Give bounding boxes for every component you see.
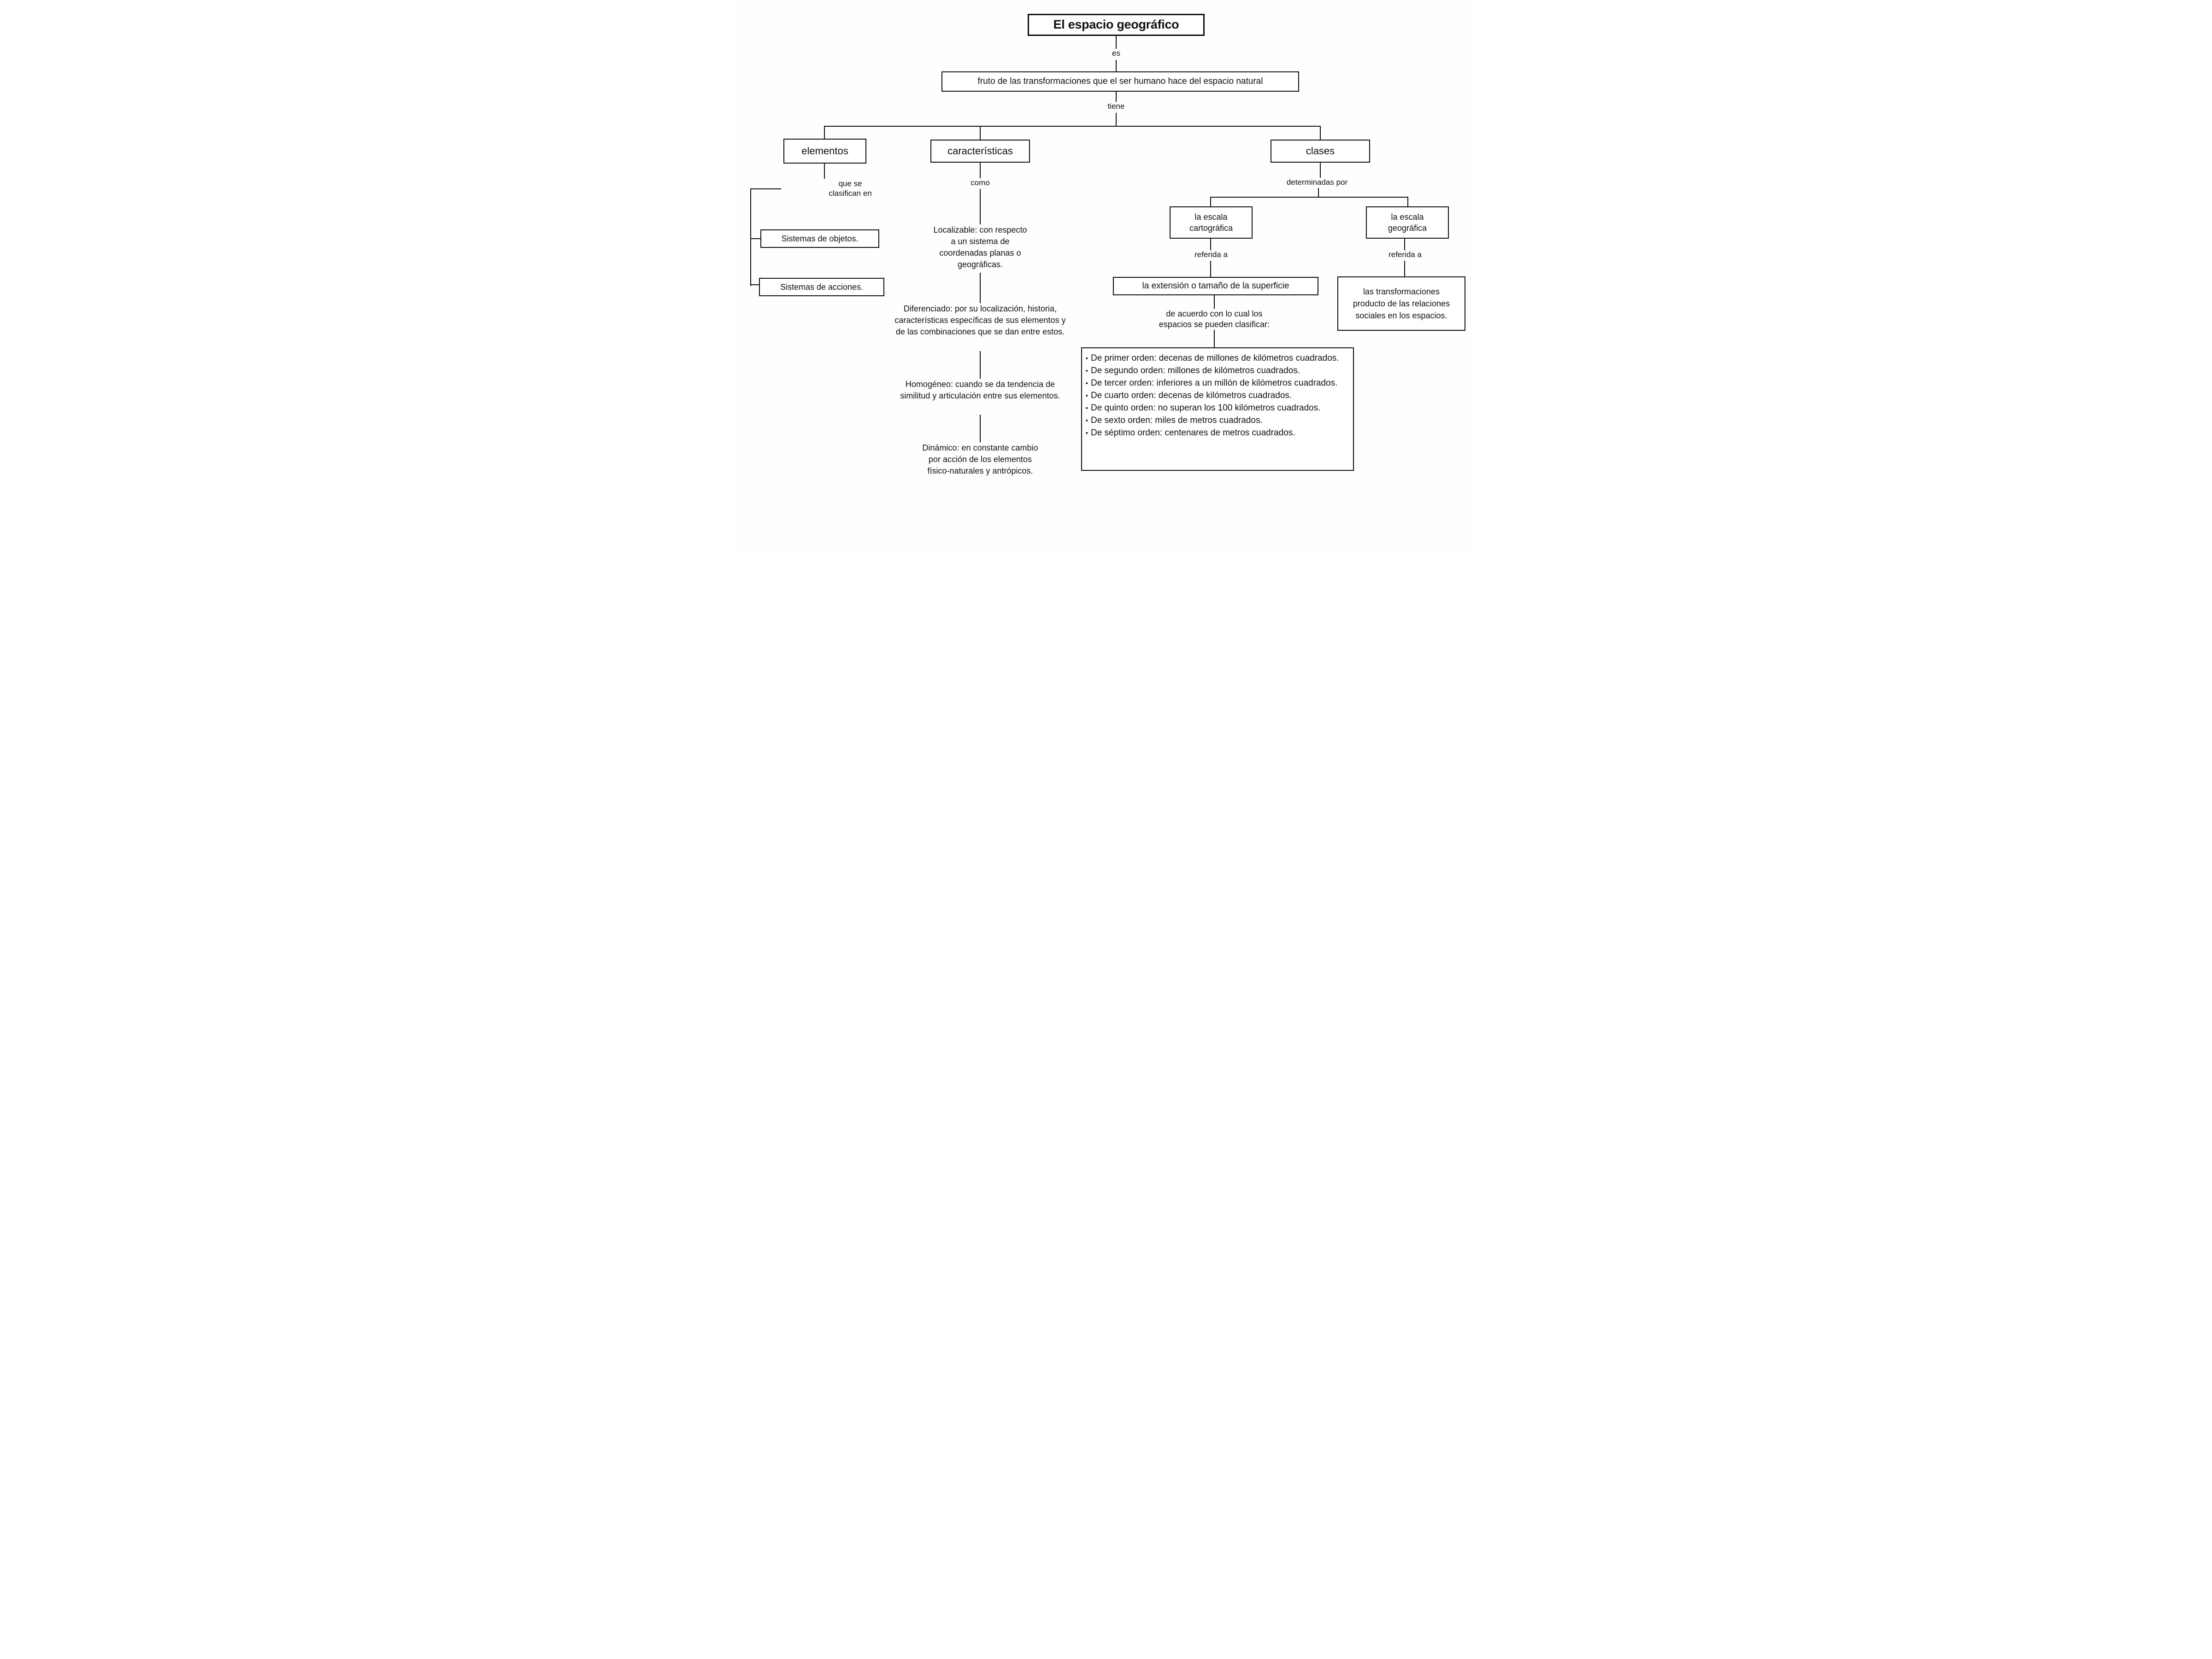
link-label-determinadas-por: determinadas por: [1286, 178, 1348, 187]
square-bullet-icon: ▪: [1086, 392, 1088, 399]
sistemas-acciones-label: Sistemas de acciones.: [780, 282, 864, 292]
connector-line: [1407, 197, 1408, 206]
square-bullet-icon: ▪: [1086, 429, 1088, 436]
order-item-text: De segundo orden: millones de kilómetros…: [1090, 366, 1300, 375]
branch-rail: [1210, 197, 1408, 198]
connector-line: [1116, 36, 1117, 49]
order-item-text: De séptimo orden: centenares de metros c…: [1090, 428, 1295, 438]
extension-superficie-label: la extensión o tamaño de la superficie: [1142, 281, 1289, 291]
order-item: ▪De quinto orden: no superan los 100 kil…: [1086, 402, 1347, 414]
link-label-de-acuerdo: de acuerdo con lo cual los espacios se p…: [1159, 309, 1270, 329]
bracket-line: [750, 238, 760, 239]
connector-line: [980, 163, 981, 178]
link-label-referida-a-derecha: referida a: [1388, 250, 1422, 259]
transformaciones-box: las transformaciones producto de las rel…: [1337, 276, 1465, 331]
connector-line: [1318, 188, 1319, 197]
link-label-tiene: tiene: [1107, 102, 1125, 111]
escala-geografica-box: la escala geográfica: [1366, 206, 1449, 239]
square-bullet-icon: ▪: [1086, 404, 1088, 411]
connector-line: [1214, 330, 1215, 347]
order-item: ▪De cuarto orden: decenas de kilómetros …: [1086, 389, 1347, 402]
connector-line: [1404, 239, 1405, 250]
category-clases-label: clases: [1306, 145, 1335, 157]
root-node-label: El espacio geográfico: [1053, 18, 1179, 32]
order-item-text: De cuarto orden: decenas de kilómetros c…: [1090, 391, 1292, 400]
order-item-text: De tercer orden: inferiores a un millón …: [1090, 378, 1338, 388]
sistemas-objetos-box: Sistemas de objetos.: [760, 229, 879, 248]
connector-line: [1116, 92, 1117, 102]
bracket-line: [750, 284, 759, 285]
caracteristica-dinamico: Dinámico: en constante cambio por acción…: [922, 443, 1038, 475]
order-item: ▪De segundo orden: millones de kilómetro…: [1086, 364, 1347, 377]
caracteristica-localizable: Localizable: con respecto a un sistema d…: [933, 225, 1027, 269]
link-label-referida-a-izquierda: referida a: [1194, 250, 1228, 259]
bracket-line: [750, 188, 781, 189]
escala-cartografica-box: la escala cartográfica: [1170, 206, 1253, 239]
category-caracteristicas-box: características: [930, 140, 1030, 163]
link-label-es: es: [1112, 49, 1120, 58]
order-item-text: De sexto orden: miles de metros cuadrado…: [1090, 416, 1263, 425]
caracteristica-diferenciado: Diferenciado: por su localización, histo…: [894, 304, 1066, 336]
root-node-box: El espacio geográfico: [1028, 14, 1205, 36]
connector-line: [1116, 113, 1117, 126]
connector-line: [1214, 295, 1215, 309]
connector-line: [1404, 261, 1405, 276]
order-item-text: De primer orden: decenas de millones de …: [1090, 353, 1339, 363]
category-clases-box: clases: [1271, 140, 1370, 163]
connector-line: [824, 164, 825, 179]
connector-line: [980, 126, 981, 140]
square-bullet-icon: ▪: [1086, 354, 1088, 362]
connector-line: [980, 415, 981, 442]
extension-superficie-box: la extensión o tamaño de la superficie: [1113, 277, 1318, 295]
square-bullet-icon: ▪: [1086, 367, 1088, 374]
connector-line: [1210, 239, 1211, 250]
sistemas-acciones-box: Sistemas de acciones.: [759, 278, 884, 296]
connector-line: [1210, 197, 1211, 206]
escala-cartografica-label: la escala cartográfica: [1189, 212, 1233, 233]
order-item: ▪De sexto orden: miles de metros cuadrad…: [1086, 414, 1347, 427]
caracteristica-homogeneo: Homogéneo: cuando se da tendencia de sim…: [900, 380, 1060, 400]
sistemas-objetos-label: Sistemas de objetos.: [781, 234, 859, 243]
order-item: ▪De primer orden: decenas de millones de…: [1086, 352, 1347, 364]
category-elementos-label: elementos: [801, 145, 848, 157]
connector-line: [1320, 126, 1321, 140]
connector-line: [980, 273, 981, 303]
connector-line: [1210, 261, 1211, 277]
connector-line: [1116, 60, 1117, 71]
square-bullet-icon: ▪: [1086, 416, 1088, 424]
order-item: ▪De séptimo orden: centenares de metros …: [1086, 427, 1347, 439]
order-item: ▪De tercer orden: inferiores a un millón…: [1086, 377, 1347, 389]
connector-line: [980, 351, 981, 379]
category-elementos-box: elementos: [783, 139, 866, 164]
transformaciones-label: las transformaciones producto de las rel…: [1353, 287, 1450, 320]
escala-geografica-label: la escala geográfica: [1388, 212, 1427, 233]
order-item-text: De quinto orden: no superan los 100 kiló…: [1090, 403, 1321, 413]
square-bullet-icon: ▪: [1086, 379, 1088, 387]
bracket-line: [750, 188, 751, 286]
definition-text: fruto de las transformaciones que el ser…: [977, 76, 1263, 87]
branch-rail: [824, 126, 1321, 127]
link-label-como: como: [971, 178, 990, 187]
link-label-que-se-clasifican: que se clasifican en: [829, 179, 872, 198]
connector-line: [1320, 163, 1321, 178]
orders-list-box: ▪De primer orden: decenas de millones de…: [1081, 347, 1354, 471]
definition-box: fruto de las transformaciones que el ser…: [941, 71, 1299, 92]
concept-map: El espacio geográfico es fruto de las tr…: [737, 0, 1475, 553]
connector-line: [980, 189, 981, 224]
connector-line: [824, 126, 825, 139]
category-caracteristicas-label: características: [947, 145, 1013, 157]
